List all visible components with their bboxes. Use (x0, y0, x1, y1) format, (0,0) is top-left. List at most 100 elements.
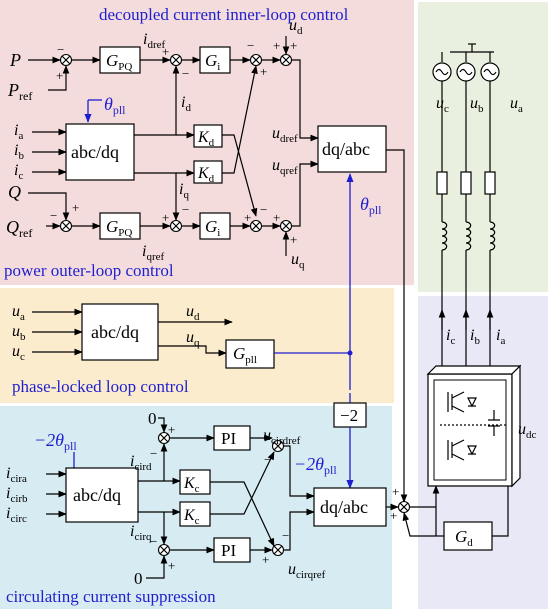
neg2theta-left-label: −2θpll (34, 430, 77, 453)
svg-text:−: − (150, 534, 157, 549)
svg-text:+: + (290, 232, 297, 247)
grid-ia-label: ia (496, 327, 505, 347)
abc-dq-outer-block (65, 123, 135, 181)
grid-ub-label: ub (470, 95, 484, 115)
inductor-a (489, 221, 496, 251)
ic-label: ic (14, 162, 23, 182)
ud-top-label: ud (289, 17, 303, 37)
svg-text:+: + (168, 558, 175, 573)
iq-label: iq (179, 181, 189, 201)
svg-text:−: − (182, 66, 189, 81)
svg-text:Gi: Gi (205, 51, 220, 73)
kd-top-block (193, 124, 223, 148)
svg-text:Kd: Kd (197, 129, 215, 149)
svg-text:+: + (162, 44, 169, 59)
grid-ic-label: ic (446, 327, 455, 347)
dq-abc-outer-block (317, 125, 387, 173)
icirb-label: icirb (6, 485, 28, 505)
pll-ud-label: ud (186, 303, 200, 323)
resistor-b (460, 171, 472, 195)
gd-block (443, 521, 493, 551)
icirq-label: icirq (130, 523, 152, 543)
pi-top-block (213, 425, 251, 451)
svg-text:−: − (247, 38, 254, 53)
svg-text:+: + (273, 210, 280, 225)
ib-label: ib (14, 142, 24, 162)
svg-text:abc/dq: abc/dq (91, 322, 139, 342)
converter-icon (426, 364, 522, 488)
idref-label: idref (143, 31, 165, 51)
abc-dq-circ-block (65, 467, 139, 523)
icira-label: icira (6, 465, 27, 485)
inner-loop-title: decoupled current inner-loop control (99, 5, 349, 24)
svg-text:GPQ: GPQ (106, 51, 132, 73)
pll-uc-label: uc (12, 343, 25, 363)
svg-text:+: + (392, 484, 399, 499)
theta-pll-label: θpll (104, 94, 126, 117)
resistor-c (436, 171, 448, 195)
theta-pll-2-label: θpll (360, 194, 382, 217)
pll-ua-label: ua (12, 303, 25, 323)
svg-text:abc/dq: abc/dq (73, 485, 121, 505)
uqref-label: uqref (272, 157, 298, 177)
gpq-bottom-block (99, 212, 141, 240)
svg-text:+: + (260, 64, 267, 79)
pll-title: phase-locked loop control (12, 377, 189, 396)
svg-text:PI: PI (221, 541, 236, 560)
ucirdref-label: ucirdref (263, 427, 301, 447)
svg-text:−: − (182, 202, 189, 217)
svg-text:Gpll: Gpll (233, 344, 257, 366)
iqref-label: iqref (142, 243, 164, 263)
grid-ib-label: ib (470, 327, 480, 347)
pll-junction (347, 350, 353, 356)
svg-text:Kc: Kc (183, 507, 200, 527)
neg2-gain-block (333, 402, 367, 428)
svg-text:−: − (150, 446, 157, 461)
svg-text:−: − (50, 208, 57, 223)
svg-text:+: + (262, 430, 269, 445)
neg2theta-right-label: −2θpll (294, 454, 337, 477)
zero-bottom-label: 0 (134, 569, 143, 588)
gpll-block (225, 339, 275, 369)
ucirqref-label: ucirqref (288, 561, 326, 581)
outer-loop-title: power outer-loop control (4, 261, 174, 280)
svg-text:dq/abc: dq/abc (322, 139, 370, 159)
kd-bottom-block (193, 160, 223, 184)
grid-ua-label: ua (510, 95, 523, 115)
svg-text:PI: PI (221, 429, 236, 448)
pll-ub-label: ub (12, 323, 26, 343)
id-label: id (181, 94, 191, 114)
ia-label: ia (14, 122, 23, 142)
svg-text:GPQ: GPQ (106, 217, 132, 239)
inductor-c (441, 221, 448, 251)
svg-text:+: + (290, 38, 297, 53)
resistor-a (484, 171, 496, 195)
icirc-label: icirc (6, 505, 27, 525)
pref-label: Pref (7, 80, 32, 103)
svg-text:−: − (260, 202, 267, 217)
svg-text:+: + (244, 210, 251, 225)
svg-text:−: − (57, 42, 64, 57)
zero-top-label: 0 (148, 409, 157, 428)
inductor-b (465, 221, 472, 251)
gi-top-block (199, 46, 231, 74)
p-label: P (9, 50, 21, 70)
svg-text:−: − (282, 528, 289, 543)
abc-dq-pll-block (81, 303, 159, 361)
svg-text:+: + (390, 508, 397, 523)
svg-text:+: + (72, 200, 79, 215)
svg-text:Kc: Kc (183, 475, 200, 495)
svg-text:Kd: Kd (197, 165, 215, 185)
svg-text:dq/abc: dq/abc (320, 497, 368, 517)
icird-label: icird (130, 453, 152, 473)
kc-top-block (179, 469, 211, 495)
svg-text:+: + (262, 552, 269, 567)
svg-text:+: + (273, 38, 280, 53)
circ-title: circulating current suppression (6, 587, 216, 606)
svg-text:−: − (264, 452, 271, 467)
udc-label: udc (518, 421, 537, 441)
dq-abc-circ-block (313, 487, 387, 527)
pll-uq-label: uq (186, 329, 200, 349)
qref-label: Qref (6, 217, 32, 240)
